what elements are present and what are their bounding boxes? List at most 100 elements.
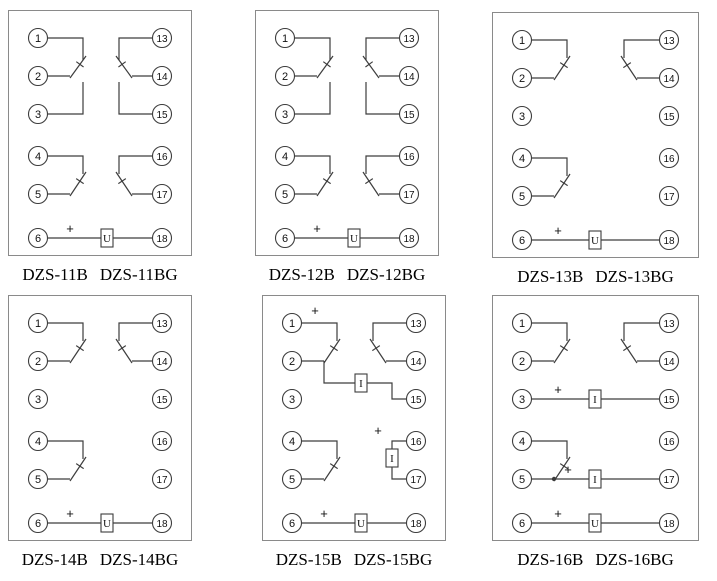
terminal-number: 6 [282,233,288,245]
terminal-3 [511,105,533,127]
model-name: DZS-13B [517,267,584,286]
wire [372,322,407,341]
wire [295,155,331,174]
coil-letter: U [357,518,365,530]
contact-arm [115,171,133,197]
contact-arm [620,338,638,364]
terminal-4 [274,145,296,167]
contact-tick-icon [559,345,568,352]
terminal-number: 13 [663,319,675,330]
wire [118,155,153,174]
contact-tick-icon [365,178,374,185]
terminal-2 [27,65,49,87]
terminal-5 [27,183,49,205]
terminal-13 [151,27,173,49]
model-name: DZS-11B [22,265,88,284]
terminal-1 [511,29,533,51]
contact-tick-icon [365,61,374,68]
wire [623,322,659,341]
terminal-number: 14 [156,357,168,368]
contact-tick-icon [329,345,338,352]
contact-arm [620,55,638,81]
terminal-number: 17 [663,192,675,203]
terminal-4 [511,430,533,452]
terminal-number: 5 [35,189,41,201]
terminal-13 [398,27,420,49]
wire [302,322,338,341]
contact-tick-icon [118,178,127,185]
terminal-number: 1 [519,35,525,47]
contact-arm [69,338,87,364]
model-name: DZS-14B [21,550,88,569]
coil-letter: U [591,235,599,247]
terminal-6 [27,227,49,249]
contact-tick-icon [75,345,84,352]
wire [48,322,84,341]
wire [48,155,84,174]
contact-tick-icon [118,345,127,352]
polarity-plus-icon: + [313,221,321,236]
terminal-15 [405,388,427,410]
terminal-number: 16 [156,437,168,448]
polarity-plus-icon: + [311,303,319,318]
terminal-number: 15 [156,395,168,406]
terminal-13 [658,312,680,334]
panel-border [255,10,439,256]
contact-arm [362,55,380,79]
contact-arm [553,55,571,81]
wire [48,82,84,115]
panel-border [8,295,192,541]
polarity-plus-icon: + [374,423,382,438]
terminal-number: 15 [663,112,675,123]
panel-border [262,295,446,541]
terminal-number: 5 [519,474,525,486]
polarity-plus-icon: + [554,382,562,397]
terminal-3 [511,388,533,410]
terminal-number: 18 [663,519,675,530]
polarity-plus-icon: + [66,506,74,521]
terminal-number: 16 [410,437,422,448]
contact-arm [115,55,133,79]
terminal-number: 3 [35,109,41,121]
contact-arm [369,338,387,364]
wire [48,37,84,60]
model-name: DZS-11BG [99,265,178,284]
terminal-18 [151,512,173,534]
terminal-number: 16 [663,437,675,448]
terminal-15 [398,103,420,125]
terminal-3 [281,388,303,410]
polarity-plus-icon: + [564,462,572,477]
terminal-number: 5 [519,191,525,203]
terminal-number: 18 [156,234,168,245]
contact-tick-icon [559,180,568,187]
coil-letter: I [359,378,363,390]
terminal-number: 13 [403,34,415,45]
terminal-18 [405,512,427,534]
terminal-number: 18 [156,519,168,530]
terminal-number: 1 [289,318,295,330]
terminal-18 [151,227,173,249]
terminal-16 [658,147,680,169]
terminal-14 [658,67,680,89]
terminal-number: 13 [156,319,168,330]
terminal-number: 4 [289,436,295,448]
terminal-2 [511,350,533,372]
contact-tick-icon [559,463,568,470]
terminal-number: 17 [156,475,168,486]
contact-arm [362,171,380,197]
terminal-number: 14 [403,72,415,83]
terminal-number: 2 [282,71,288,83]
terminal-2 [27,350,49,372]
wire [365,37,400,60]
terminal-3 [27,103,49,125]
terminal-number: 3 [289,394,295,406]
model-name: DZS-13BG [595,267,674,286]
terminal-number: 5 [282,189,288,201]
contact-tick-icon [322,178,331,185]
contact-arm [553,456,571,482]
